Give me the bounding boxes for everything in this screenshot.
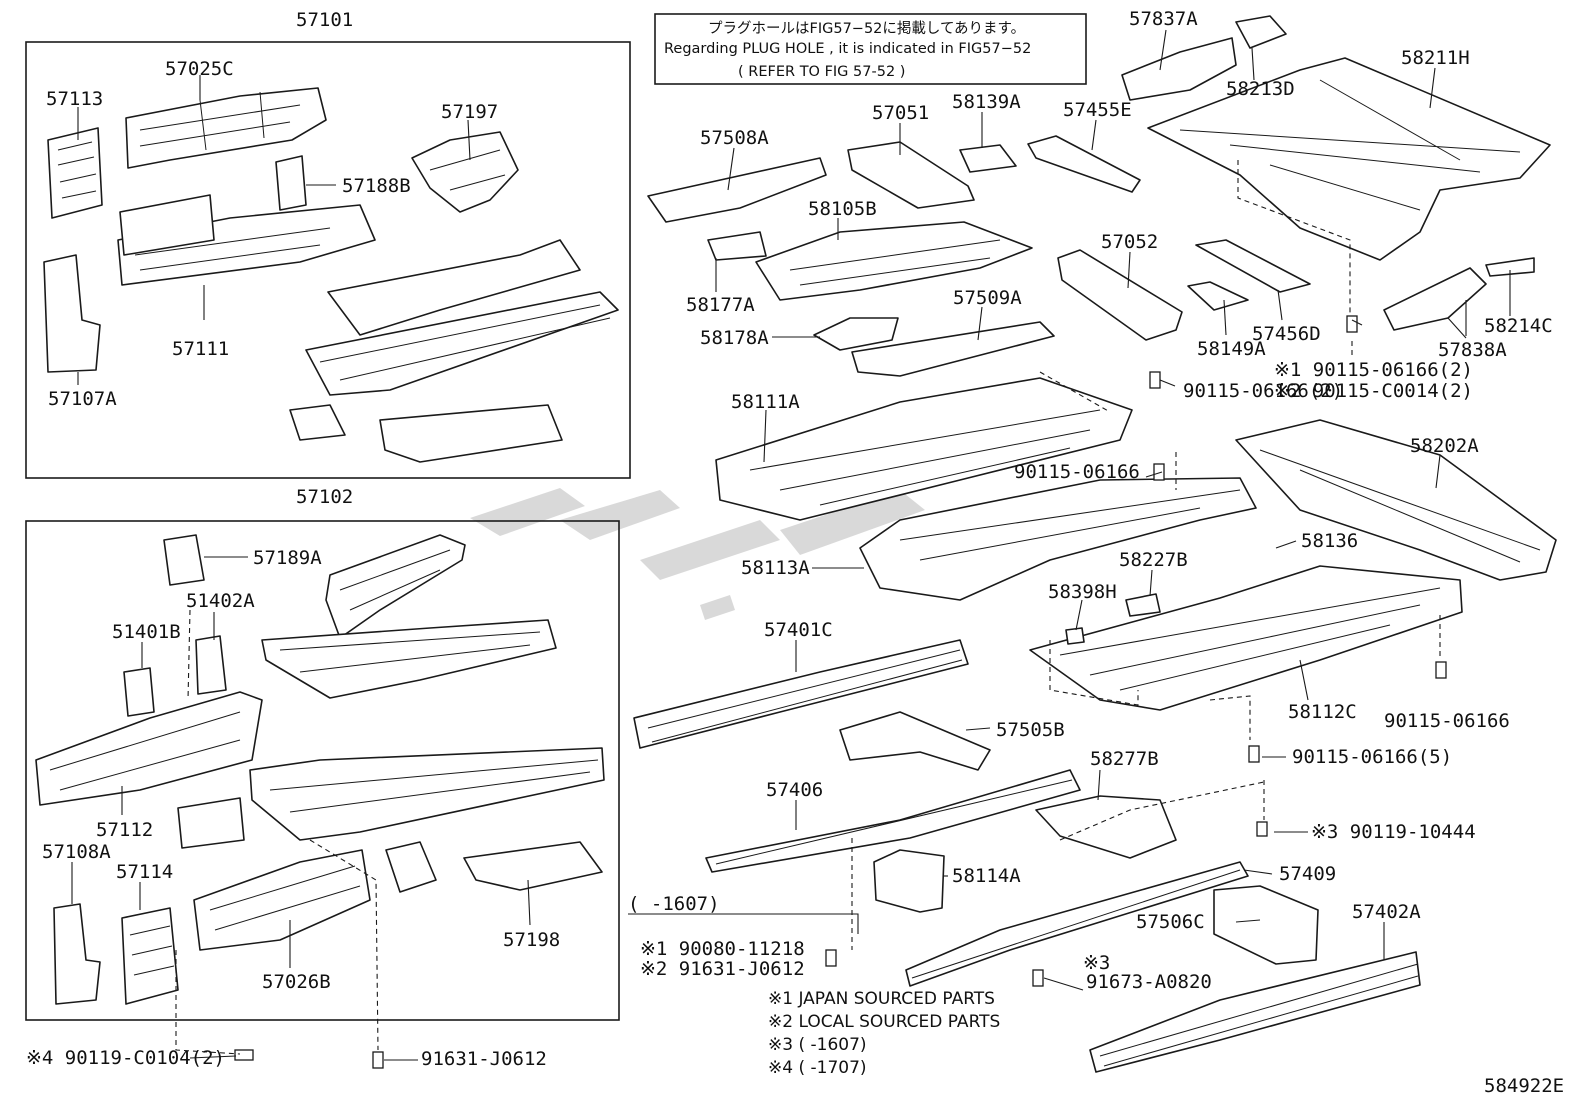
- label-bolt-9: ※2 91631-J0612: [640, 958, 805, 980]
- label-57509A: 57509A: [953, 287, 1022, 309]
- footnote-2: ※2 LOCAL SOURCED PARTS: [768, 1012, 1000, 1032]
- label-58214C: 58214C: [1484, 315, 1553, 337]
- label-58136: 58136: [1301, 530, 1358, 552]
- frame-label-57101: 57101: [296, 9, 353, 31]
- label-57111: 57111: [172, 338, 229, 360]
- label-57402A: 57402A: [1352, 901, 1421, 923]
- label-57837A: 57837A: [1129, 8, 1198, 30]
- leader-lines: [71, 29, 1511, 1061]
- label-58149A: 58149A: [1197, 338, 1266, 360]
- label-57107A: 57107A: [48, 388, 117, 410]
- part-shapes-right: [633, 15, 1557, 1073]
- label-bolt-7: ※3 90119-10444: [1311, 821, 1476, 843]
- label-bolt-1: ※1 90115-06166(2): [1274, 359, 1473, 381]
- label-58211H: 58211H: [1401, 47, 1470, 69]
- frame-label-57102: 57102: [296, 486, 353, 508]
- label-bolt-10b: 91673-A0820: [1086, 971, 1212, 993]
- part-shapes-upper: [43, 87, 619, 463]
- label-57112: 57112: [96, 819, 153, 841]
- label-58277B: 58277B: [1090, 748, 1159, 770]
- label-57113: 57113: [46, 88, 103, 110]
- label-57506C: 57506C: [1136, 911, 1205, 933]
- label-57114: 57114: [116, 861, 173, 883]
- label-58202A: 58202A: [1410, 435, 1479, 457]
- label-58177A: 58177A: [686, 294, 755, 316]
- label-57455E: 57455E: [1063, 99, 1132, 121]
- label-range-1607: ( -1607): [628, 893, 720, 915]
- label-51401B: 51401B: [112, 621, 181, 643]
- note-line-3: ( REFER TO FIG 57-52 ): [738, 64, 905, 80]
- label-bolt-3: 90115-06166(2): [1183, 380, 1343, 402]
- label-57505B: 57505B: [996, 719, 1065, 741]
- label-58111A: 58111A: [731, 391, 800, 413]
- bolt-icons: [234, 315, 1447, 1069]
- label-bolt-6: 90115-06166(5): [1292, 746, 1452, 768]
- label-58227B: 58227B: [1119, 549, 1188, 571]
- label-57051: 57051: [872, 102, 929, 124]
- label-57409: 57409: [1279, 863, 1336, 885]
- label-57838A: 57838A: [1438, 339, 1507, 361]
- label-57189A: 57189A: [253, 547, 322, 569]
- figure-code: 584922E: [1484, 1075, 1564, 1097]
- note-line-2: Regarding PLUG HOLE , it is indicated in…: [664, 41, 1031, 57]
- label-58178A: 58178A: [700, 327, 769, 349]
- part-labels: 57113 57025C 57197 57188B 57111 57107A 5…: [26, 8, 1553, 1070]
- footnotes: ※1 JAPAN SOURCED PARTS ※2 LOCAL SOURCED …: [768, 989, 1000, 1078]
- label-57406: 57406: [766, 779, 823, 801]
- footnote-1: ※1 JAPAN SOURCED PARTS: [768, 989, 995, 1009]
- label-bolt-8: ※1 90080-11218: [640, 938, 805, 960]
- label-57052: 57052: [1101, 231, 1158, 253]
- label-57026B: 57026B: [262, 971, 331, 993]
- label-57025C: 57025C: [165, 58, 234, 80]
- label-58213D: 58213D: [1226, 78, 1295, 100]
- label-58112C: 58112C: [1288, 701, 1357, 723]
- label-57197: 57197: [441, 101, 498, 123]
- label-57401C: 57401C: [764, 619, 833, 641]
- label-bolt-10a: ※3: [1083, 952, 1110, 974]
- label-bolt-11: ※4 90119-C0104(2): [26, 1047, 225, 1069]
- label-58398H: 58398H: [1048, 581, 1117, 603]
- note-box: プラグホールはFIG57−52に掲載してあります。 Regarding PLUG…: [654, 13, 1087, 85]
- label-57198: 57198: [503, 929, 560, 951]
- part-shapes-lower: [35, 534, 605, 1005]
- frame-57101: [25, 41, 631, 479]
- label-57456D: 57456D: [1252, 323, 1321, 345]
- label-57108A: 57108A: [42, 841, 111, 863]
- label-bolt-2: ※2 90115-C0014(2): [1274, 380, 1473, 402]
- label-57508A: 57508A: [700, 127, 769, 149]
- footnote-3: ※3 ( -1607): [768, 1035, 867, 1055]
- label-58105B: 58105B: [808, 198, 877, 220]
- label-58114A: 58114A: [952, 865, 1021, 887]
- label-bolt-12: 91631-J0612: [421, 1048, 547, 1070]
- label-bolt-4: 90115-06166: [1014, 461, 1140, 483]
- footnote-4: ※4 ( -1707): [768, 1058, 867, 1078]
- frame-57102: [25, 520, 620, 1021]
- dashed-lines: [175, 160, 1441, 1055]
- label-57188B: 57188B: [342, 175, 411, 197]
- note-line-1: プラグホールはFIG57−52に掲載してあります。: [708, 20, 1025, 37]
- label-51402A: 51402A: [186, 590, 255, 612]
- label-bolt-5: 90115-06166: [1384, 710, 1510, 732]
- label-58113A: 58113A: [741, 557, 810, 579]
- label-58139A: 58139A: [952, 91, 1021, 113]
